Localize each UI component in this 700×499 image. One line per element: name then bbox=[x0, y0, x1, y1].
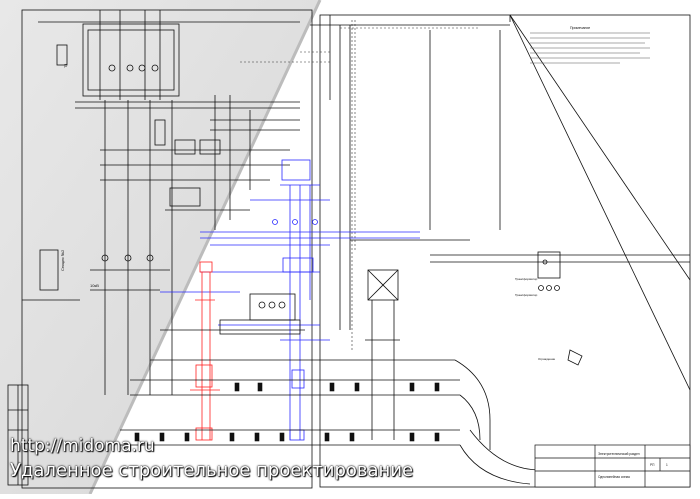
watermark-url[interactable]: http://midoma.ru bbox=[10, 436, 155, 456]
title-block-sheet-name: Однолинейная схема bbox=[598, 475, 630, 479]
left-section-label: Секция №2 bbox=[60, 249, 65, 271]
right-dashed-lines bbox=[240, 20, 480, 350]
right-label-2: Трансформатор bbox=[515, 293, 538, 297]
right-drawing-frame bbox=[310, 14, 691, 488]
watermark-caption: Удаленное строительное проектирование bbox=[10, 460, 414, 481]
title-block-name: Электротехнический раздел bbox=[598, 452, 640, 456]
lower-structure bbox=[120, 239, 690, 485]
right-label-1: Трансформатор bbox=[515, 277, 538, 281]
title-block-stage: РП bbox=[650, 463, 655, 467]
left-drawing bbox=[7, 9, 313, 489]
bay-cells bbox=[134, 382, 440, 442]
notes-block bbox=[530, 32, 650, 64]
tower-label: Ограждение bbox=[538, 357, 556, 361]
title-block bbox=[534, 444, 691, 488]
left-voltage-label: 10кВ bbox=[90, 283, 99, 288]
left-box-label: Т1 bbox=[63, 63, 68, 68]
notes-heading: Примечание bbox=[570, 26, 590, 30]
title-block-sheet: 1 bbox=[666, 463, 668, 467]
red-schematic bbox=[190, 261, 220, 441]
blue-schematic bbox=[160, 159, 420, 441]
gray-zone bbox=[0, 0, 320, 494]
diagonal-edge bbox=[88, 0, 322, 495]
